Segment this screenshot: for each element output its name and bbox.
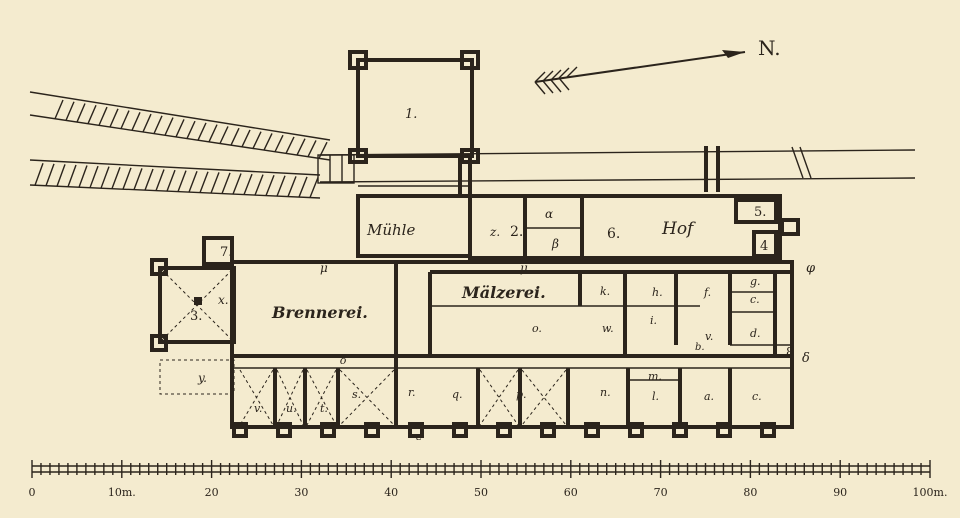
passage-top	[317, 146, 916, 192]
scale-bar: 0 10m. 20 30 40 50 60 70 80 90 100m.	[29, 460, 948, 499]
label-i: i.	[650, 314, 657, 327]
label-q: q.	[452, 388, 463, 401]
label-4: 4	[760, 239, 768, 254]
scale-label: 60	[564, 486, 578, 499]
left-tower	[150, 236, 236, 395]
label-delta-left: δ	[340, 354, 347, 367]
label-p: p.	[516, 388, 527, 401]
room-label-maelzerei: Mälzerei.	[461, 283, 546, 302]
scale-label: 90	[833, 486, 847, 499]
label-c-lower: c.	[752, 390, 762, 403]
label-2: 2.	[510, 224, 523, 240]
label-w: w.	[602, 322, 614, 335]
label-z: z.	[489, 225, 500, 239]
scale-label: 40	[384, 486, 398, 499]
label-y: y.	[197, 371, 207, 385]
approach-strip-lower	[29, 159, 321, 199]
scale-label: 0	[29, 486, 36, 499]
scale-label: 80	[743, 486, 757, 499]
label-delta-right: δ	[802, 351, 810, 366]
scale-label: 10m.	[108, 486, 136, 499]
mill-tower	[348, 50, 480, 164]
label-r: r.	[408, 386, 416, 399]
label-f: f.	[703, 286, 711, 299]
label-h: h.	[652, 286, 663, 299]
label-1: 1.	[405, 107, 417, 122]
approach-strip-upper	[29, 91, 331, 161]
label-s: s.	[352, 388, 361, 401]
label-mu-left: μ	[320, 261, 328, 275]
label-a: a.	[704, 390, 714, 403]
label-t: t.	[320, 402, 328, 415]
label-u: u.	[286, 402, 297, 415]
room-label-muehle: Mühle	[366, 221, 415, 239]
label-mu-right: μ	[520, 261, 528, 275]
label-beta: β	[551, 237, 559, 251]
label-8: 8	[786, 345, 794, 359]
north-arrow	[534, 50, 746, 95]
label-3: 3.	[190, 309, 202, 324]
label-5: 5.	[754, 205, 766, 220]
north-label: N.	[758, 36, 781, 60]
label-7: 7.	[220, 245, 232, 260]
label-o: o.	[532, 322, 542, 335]
label-g: g.	[750, 275, 761, 288]
label-v-left: v.	[254, 402, 262, 415]
courtyard-block	[468, 194, 800, 260]
room-label-brennerei: Brennerei.	[271, 303, 368, 322]
label-epsilon: ε	[416, 430, 422, 443]
scale-label: 70	[654, 486, 668, 499]
scale-label: 20	[205, 486, 219, 499]
label-x: x.	[218, 293, 229, 307]
label-l: l.	[652, 390, 659, 403]
main-building	[230, 260, 794, 438]
label-6: 6.	[607, 226, 620, 242]
scale-label: 50	[474, 486, 488, 499]
label-phi: φ	[806, 261, 816, 276]
mill-wing	[356, 156, 472, 258]
label-k: k.	[600, 285, 610, 298]
scale-label: 30	[294, 486, 308, 499]
label-b: b.	[695, 342, 705, 353]
label-d: d.	[750, 327, 761, 340]
label-alpha: α	[545, 207, 553, 221]
label-m: m.	[648, 370, 662, 383]
label-c-upper: c.	[750, 293, 760, 306]
label-n: n.	[600, 386, 611, 399]
room-label-hof: Hof	[661, 219, 696, 239]
label-v-mid: v.	[705, 330, 713, 343]
scale-label: 100m.	[913, 486, 948, 499]
